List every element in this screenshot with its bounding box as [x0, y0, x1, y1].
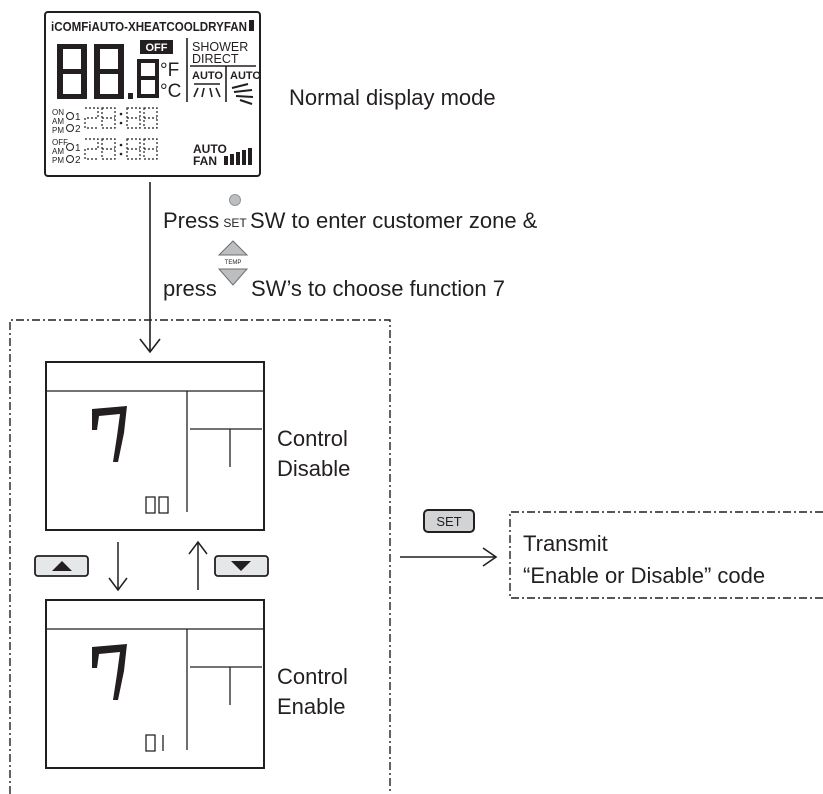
timer-index: 2 — [75, 124, 81, 135]
control-disable-label-2: Disable — [277, 456, 350, 481]
triangle-down-icon — [231, 561, 251, 571]
timer-on-row: ON AM PM 1 2 — [52, 107, 158, 135]
timer-index: 2 — [75, 155, 81, 166]
function-number-digit — [92, 406, 127, 462]
panel-control-disable — [45, 361, 265, 531]
direct-label: DIRECT — [192, 52, 239, 66]
auto-right-label: AUTO — [230, 70, 261, 82]
auto-left-label: AUTO — [192, 70, 223, 82]
timer-off-digits — [84, 138, 158, 160]
unit-celsius: °C — [160, 81, 181, 102]
panel-control-enable — [45, 599, 265, 769]
off-badge — [140, 40, 173, 54]
control-enable-label-2: Enable — [277, 694, 346, 719]
customer-zone-box — [9, 319, 391, 794]
transmit-label: Transmit — [523, 531, 608, 556]
timer-clock-icon — [66, 155, 74, 163]
timer-clock-icon — [66, 112, 74, 120]
normal-display-lcd: iCOMFiAUTO-XHEATCOOLDRYFAN — [44, 11, 261, 177]
off-badge-text: OFF — [146, 42, 168, 54]
mode-bar-end-block — [249, 20, 254, 31]
arrow-head-icon — [139, 338, 161, 354]
set-button-label: SET — [436, 514, 461, 529]
control-enable-label-1: Control — [277, 664, 348, 689]
timer-clock-icon — [66, 124, 74, 132]
triangle-up-icon — [52, 561, 72, 571]
press-text: Press — [163, 208, 219, 233]
timer-on-digits — [84, 107, 158, 129]
timer-on-label: ON — [52, 108, 64, 117]
temperature-digits — [57, 44, 159, 99]
function-number-digit — [92, 644, 127, 700]
press-instruction-2: SW’s to choose function 7 — [251, 276, 505, 301]
shower-label: SHOWER — [192, 40, 248, 54]
timer-index: 1 — [75, 143, 81, 154]
temp-small-label: TEMP — [225, 260, 242, 266]
unit-fahrenheit: °F — [160, 60, 179, 81]
transmit-box — [509, 511, 823, 599]
control-disable-label-1: Control — [277, 426, 348, 451]
auto-fan-label: AUTO — [193, 142, 227, 156]
arrow-up-icon — [188, 540, 208, 555]
normal-display-label: Normal display mode — [289, 85, 496, 110]
timer-off-pm-label: PM — [52, 156, 64, 165]
transmit-code-label: “Enable or Disable” code — [523, 563, 765, 588]
timer-clock-icon — [66, 143, 74, 151]
disable-code-digits — [145, 496, 169, 514]
arrow-down-icon — [108, 577, 128, 592]
press-text-2: press — [163, 276, 217, 301]
fan-speed-bars — [224, 148, 252, 165]
set-small-label: SET — [223, 216, 247, 230]
timer-on-pm-label: PM — [52, 126, 64, 135]
set-button[interactable] — [423, 509, 475, 533]
timer-index: 1 — [75, 112, 81, 123]
timer-off-am-label: AM — [52, 147, 64, 156]
timer-on-am-label: AM — [52, 117, 64, 126]
temp-up-icon — [217, 240, 249, 256]
mode-bar-text: iCOMFiAUTO-XHEATCOOLDRYFAN — [51, 20, 247, 34]
timer-off-label: OFF — [52, 138, 68, 147]
horizontal-louver-icon — [231, 83, 254, 105]
arrow-right-icon — [482, 547, 498, 567]
set-indicator-icon — [229, 194, 241, 206]
temp-down-icon — [217, 268, 249, 286]
fan-label: FAN — [193, 154, 217, 168]
vertical-louver-icon — [193, 83, 221, 98]
enable-code-digits — [145, 734, 164, 752]
press-instruction-1: SW to enter customer zone & — [250, 208, 538, 233]
timer-off-row: OFF AM PM 1 2 — [52, 138, 158, 166]
